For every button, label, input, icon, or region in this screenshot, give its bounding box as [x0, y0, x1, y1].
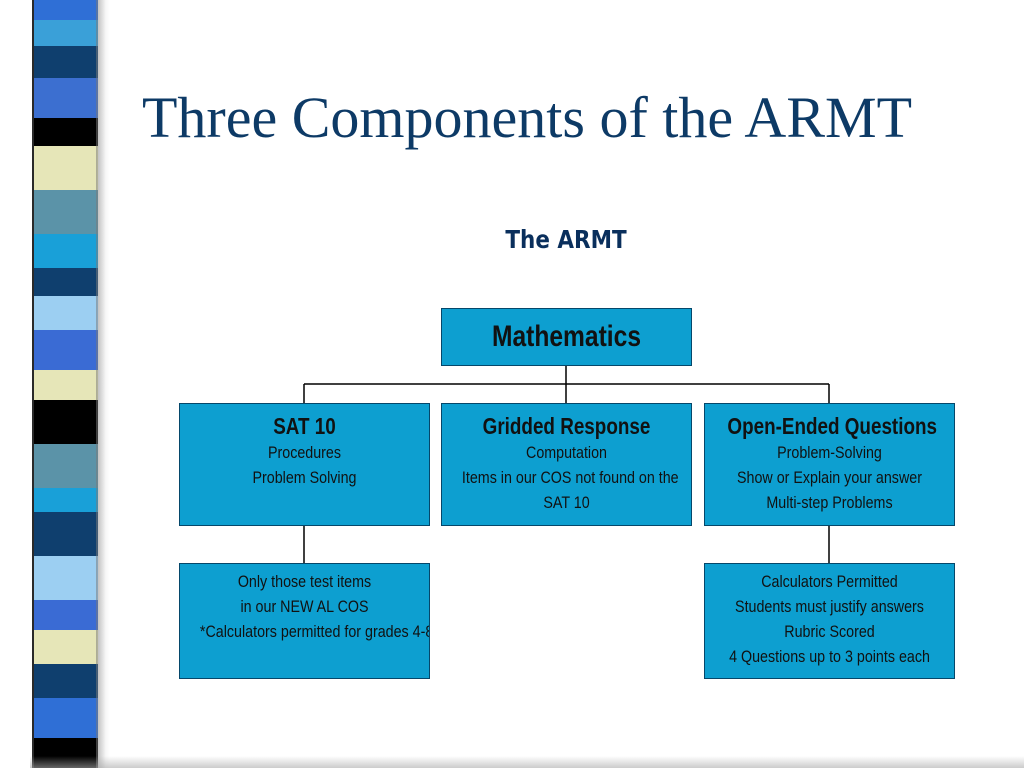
component-box-open-ended-questions: Open-Ended Questions Problem-Solving Sho…: [704, 403, 955, 526]
detail-line: Only those test items: [237, 572, 372, 591]
stripe-bar-shadow: [96, 0, 110, 768]
component-box-gridded-response: Gridded Response Computation Items in ou…: [441, 403, 692, 526]
bottom-edge-shadow: [30, 756, 1024, 768]
detail-line: 4 Questions up to 3 points each: [729, 647, 930, 666]
detail-line: Calculators Permitted: [761, 572, 898, 591]
detail-line: in our NEW AL COS: [240, 597, 369, 616]
component-line: Computation: [526, 443, 607, 462]
root-box-mathematics: Mathematics: [441, 308, 692, 366]
component-line: Items in our COS not found on the: [461, 468, 679, 487]
detail-box-sat10: Only those test items in our NEW AL COS …: [179, 563, 430, 679]
component-title: Open-Ended Questions: [727, 413, 937, 439]
component-line: Show or Explain your answer: [737, 468, 922, 487]
detail-line: Rubric Scored: [784, 622, 875, 641]
component-line: Multi-step Problems: [766, 493, 893, 512]
detail-line: *Calculators permitted for grades 4-8: [199, 622, 430, 641]
component-title: SAT 10: [273, 413, 336, 439]
detail-line: Students must justify answers: [735, 597, 924, 616]
component-line: Procedures: [267, 443, 342, 462]
component-line: Problem-Solving: [777, 443, 882, 462]
detail-box-open-ended: Calculators Permitted Students must just…: [704, 563, 955, 679]
component-box-sat10: SAT 10 Procedures Problem Solving: [179, 403, 430, 526]
slide-subtitle: The ARMT: [505, 225, 627, 254]
slide-title: Three Components of the ARMT: [142, 85, 913, 150]
component-title: Gridded Response: [482, 413, 651, 439]
root-label: Mathematics: [491, 320, 642, 353]
component-line: Problem Solving: [252, 468, 357, 487]
component-line: SAT 10: [543, 493, 590, 512]
decorative-stripe-bar: [32, 0, 98, 768]
